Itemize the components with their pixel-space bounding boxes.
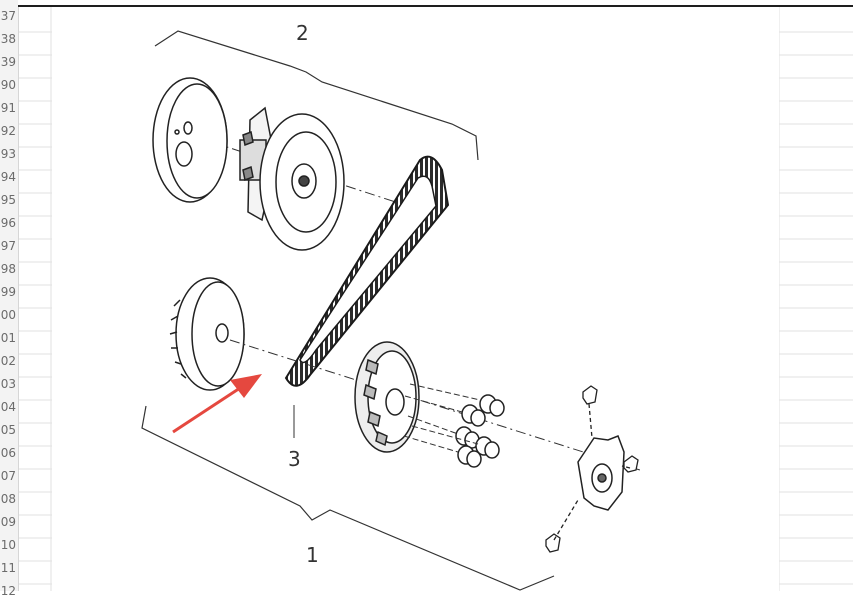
driven-pulley-rear-flange[interactable] bbox=[152, 77, 228, 203]
row-number[interactable]: 95 bbox=[0, 193, 16, 207]
red-pointer-arrow[interactable] bbox=[172, 374, 262, 434]
callout-2: 2 bbox=[296, 21, 309, 45]
row-number[interactable]: 93 bbox=[0, 147, 16, 161]
row-number[interactable]: 01 bbox=[0, 331, 16, 345]
row-number[interactable]: 12 bbox=[0, 584, 16, 598]
row-number[interactable]: 37 bbox=[0, 9, 16, 23]
variator-drive-face[interactable] bbox=[354, 341, 420, 453]
row-number[interactable]: 11 bbox=[0, 561, 16, 575]
row-number[interactable]: 94 bbox=[0, 170, 16, 184]
row-header-column: 37 38 39 90 91 92 93 94 95 96 97 98 99 00 01 02 03 04 05 06… bbox=[0, 0, 19, 598]
driven-pulley-main[interactable] bbox=[239, 106, 345, 251]
row-number[interactable]: 98 bbox=[0, 262, 16, 276]
row-number[interactable]: 96 bbox=[0, 216, 16, 230]
row-number[interactable]: 38 bbox=[0, 32, 16, 46]
row-number[interactable]: 03 bbox=[0, 377, 16, 391]
row-number[interactable]: 09 bbox=[0, 515, 16, 529]
row-number[interactable]: 90 bbox=[0, 78, 16, 92]
ramp-plate[interactable] bbox=[577, 435, 625, 511]
roller-weights[interactable] bbox=[455, 394, 505, 468]
row-number[interactable]: 04 bbox=[0, 400, 16, 414]
callout-3: 3 bbox=[288, 447, 301, 471]
row-number[interactable]: 05 bbox=[0, 423, 16, 437]
row-number[interactable]: 10 bbox=[0, 538, 16, 552]
drive-face-fan[interactable] bbox=[169, 277, 245, 391]
callout-1: 1 bbox=[306, 543, 319, 567]
row-number[interactable]: 08 bbox=[0, 492, 16, 506]
row-number[interactable]: 99 bbox=[0, 285, 16, 299]
axis-line-lower bbox=[229, 339, 641, 471]
drive-belt[interactable] bbox=[284, 155, 450, 387]
bracket-group-1 bbox=[141, 405, 555, 591]
row-number[interactable]: 07 bbox=[0, 469, 16, 483]
diagram-svg: 2 bbox=[141, 21, 641, 591]
row-number[interactable]: 39 bbox=[0, 55, 16, 69]
cvt-exploded-diagram[interactable]: 2 bbox=[52, 7, 779, 591]
formula-bar-edge bbox=[18, 0, 853, 7]
row-number[interactable]: 91 bbox=[0, 101, 16, 115]
row-number[interactable]: 97 bbox=[0, 239, 16, 253]
row-number[interactable]: 92 bbox=[0, 124, 16, 138]
slider-pieces[interactable] bbox=[545, 385, 639, 553]
bracket-group-2 bbox=[154, 30, 479, 161]
row-number[interactable]: 00 bbox=[0, 308, 16, 322]
row-number[interactable]: 02 bbox=[0, 354, 16, 368]
row-number[interactable]: 06 bbox=[0, 446, 16, 460]
